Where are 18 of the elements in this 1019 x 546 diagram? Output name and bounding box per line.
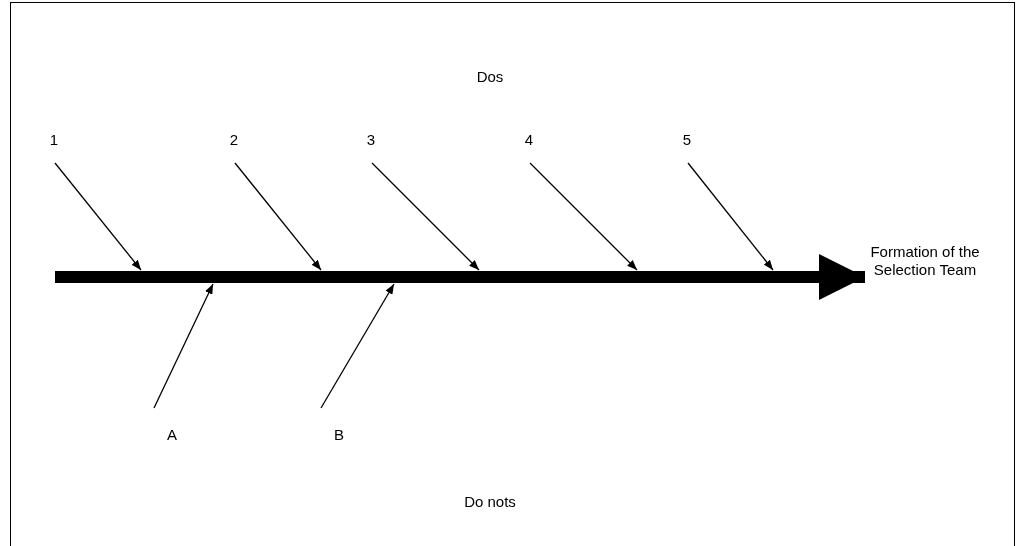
callout-number: 3 [361,131,381,149]
effect-label: Formation of the Selection Team [870,243,980,279]
arrow [320,283,395,409]
arrow [54,162,142,271]
spine-arrow [55,254,865,300]
callout-number: 5 [677,131,697,149]
section-heading: Dos [475,68,505,86]
callout-letter: B [329,426,349,444]
arrow [529,162,638,271]
arrow [687,162,774,271]
arrow [153,283,214,409]
callout-number: 2 [224,131,244,149]
callout-letter: A [162,426,182,444]
section-heading: Do nots [463,493,517,511]
callout-number: 1 [44,131,64,149]
callout-number: 4 [519,131,539,149]
arrow [234,162,322,271]
arrow [371,162,480,271]
